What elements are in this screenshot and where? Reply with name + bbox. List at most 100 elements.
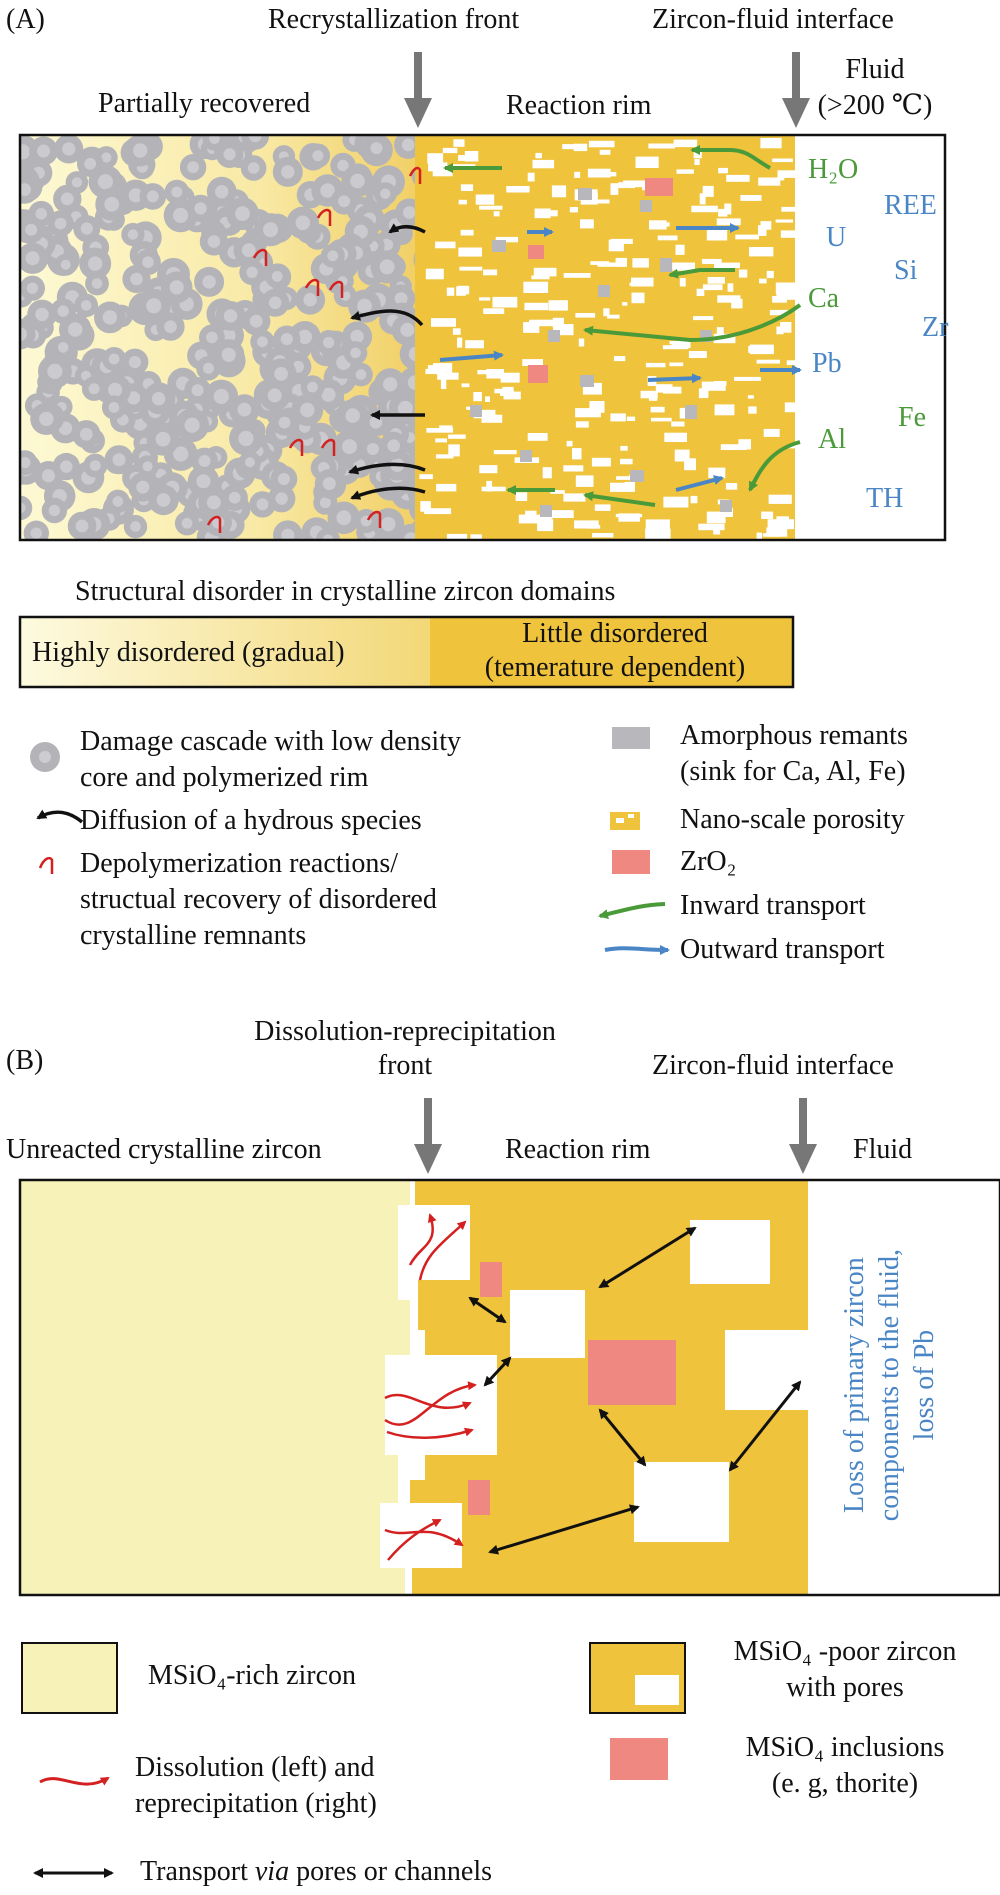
- legend-diffusion: Diffusion of a hydrous species: [80, 805, 422, 836]
- species-th: TH: [866, 483, 904, 514]
- nano-pore: [532, 159, 555, 169]
- nano-pore: [525, 510, 537, 516]
- nano-pore: [483, 308, 505, 314]
- nano-pore: [544, 210, 558, 217]
- nano-pore: [620, 445, 628, 451]
- damage-cascade: [20, 495, 33, 521]
- nano-pore: [618, 182, 635, 189]
- nano-pore: [588, 140, 615, 148]
- nano-pore: [578, 338, 585, 347]
- pores-b: [380, 1205, 810, 1568]
- nano-pore: [440, 378, 447, 389]
- damage-cascade-core: [60, 460, 73, 473]
- nano-pore: [533, 267, 557, 277]
- nano-pore: [566, 440, 573, 447]
- nano-pore: [572, 448, 582, 460]
- panel-a-box: [18, 133, 947, 545]
- nano-pore: [479, 465, 498, 474]
- nano-pore: [603, 308, 610, 317]
- nano-pore: [574, 171, 581, 178]
- damage-cascade-core: [295, 215, 311, 231]
- nano-pore: [676, 169, 694, 174]
- damage-cascade-core: [271, 271, 283, 282]
- nano-pore: [535, 152, 542, 159]
- damage-cascade-core: [101, 152, 112, 163]
- species-ca: Ca: [808, 283, 840, 314]
- species-fe: Fe: [898, 402, 926, 433]
- damage-cascade-core: [322, 534, 334, 540]
- damage-cascade-core: [173, 207, 189, 223]
- nano-pore: [763, 428, 780, 437]
- nano-pore: [696, 288, 705, 296]
- fluid-label-b: Fluid: [853, 1134, 913, 1165]
- nano-pore: [453, 139, 465, 147]
- nano-pore: [761, 511, 774, 519]
- nano-pore: [435, 241, 456, 249]
- nano-pore: [420, 501, 431, 512]
- damage-cascade: [315, 527, 341, 540]
- damage-cascade-core: [401, 138, 415, 152]
- nano-pore: [448, 444, 460, 457]
- damage-cascade-core: [108, 353, 120, 365]
- damage-cascade: [20, 318, 36, 350]
- partially-recovered-label: Partially recovered: [98, 88, 311, 119]
- diffusion-legend-icon: [36, 809, 84, 824]
- nano-pore: [631, 277, 654, 287]
- nano-pore: [669, 341, 685, 345]
- damage-cascade-core: [127, 229, 139, 240]
- damage-cascade-core: [207, 235, 221, 248]
- nano-pore: [534, 208, 551, 219]
- damage-cascade-core: [337, 159, 349, 172]
- nano-pore: [777, 170, 795, 178]
- damage-cascade-core: [274, 367, 288, 381]
- disorder-title: Structural disorder in crystalline zirco…: [75, 576, 616, 607]
- nano-pore: [587, 525, 601, 529]
- outward-legend-icon: [604, 944, 670, 955]
- damage-cascade-core: [26, 282, 39, 294]
- damage-cascade-core: [155, 431, 171, 447]
- damage-cascade-core: [280, 333, 293, 346]
- nano-pore: [442, 147, 458, 154]
- nano-pore: [749, 247, 774, 257]
- reaction-rim-label-a: Reaction rim: [506, 90, 652, 121]
- damage-cascade-core: [133, 143, 148, 158]
- nano-pore: [610, 413, 626, 422]
- species-h2o: H₂O: [808, 154, 859, 185]
- nano-pore: [775, 282, 795, 295]
- damage-cascade-core: [20, 327, 27, 341]
- nano-pore: [493, 450, 517, 455]
- nano-pore: [437, 372, 459, 380]
- nano-pore: [590, 261, 610, 265]
- legend-inward: Inward transport: [680, 890, 866, 921]
- damage-cascade-core: [112, 496, 124, 507]
- nano-pore: [464, 151, 479, 162]
- damage-cascade-core: [75, 519, 89, 533]
- nano-pore: [772, 296, 787, 303]
- nano-pore: [580, 199, 598, 205]
- damage-cascade-core: [235, 206, 250, 222]
- damage-cascade-core: [112, 453, 126, 467]
- species-ree: REE: [884, 190, 937, 221]
- damage-cascade-core: [151, 392, 166, 406]
- nano-pore: [758, 225, 767, 236]
- damage-cascade-core: [108, 382, 123, 397]
- highly-disordered-label: Highly disordered (gradual): [32, 637, 345, 668]
- damage-cascade-core: [20, 457, 31, 469]
- nano-pore: [780, 230, 795, 238]
- nano-pore: [493, 211, 500, 217]
- nano-pore: [701, 381, 726, 391]
- nano-pore: [648, 143, 675, 149]
- panel-b-label: (B): [6, 1045, 44, 1076]
- nano-pore: [727, 283, 734, 292]
- damage-cascade-core: [20, 502, 26, 514]
- damage-cascade-core: [142, 461, 153, 472]
- depolymerization-curls: [206, 166, 422, 533]
- nano-pore: [551, 185, 567, 198]
- nano-porosity-legend-icon: [610, 812, 640, 830]
- nano-pore: [776, 326, 784, 335]
- nano-pore: [500, 372, 520, 383]
- nano-pore: [589, 401, 605, 413]
- nano-pore: [610, 238, 633, 244]
- damage-cascade-core: [221, 328, 236, 343]
